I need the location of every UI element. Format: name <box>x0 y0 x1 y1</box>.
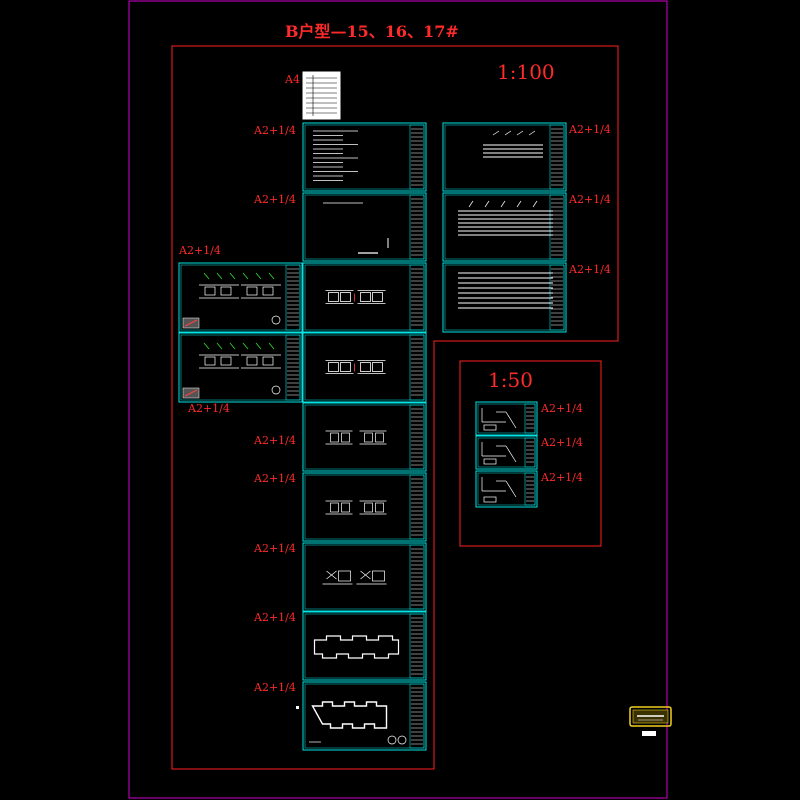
outer-frame <box>128 0 668 799</box>
sheet-size-label: A2+1/4 <box>541 436 583 449</box>
sheet-size-label: A2+1/4 <box>254 472 296 485</box>
sheet-size-label: A2+1/4 <box>569 193 611 206</box>
stamp-block <box>629 706 672 736</box>
sheet-plan-annotated-2[interactable] <box>178 332 303 403</box>
sheet-plan-annotated-1[interactable] <box>178 262 303 333</box>
sheet-size-label: A2+1/4 <box>541 471 583 484</box>
a4-cover-sheet[interactable] <box>302 71 341 120</box>
sheet-general[interactable] <box>302 192 427 262</box>
sheet-size-label: A2+1/4 <box>254 681 296 694</box>
sheet-detail-3[interactable] <box>475 470 538 508</box>
sheet-floor-plan-5[interactable] <box>302 542 427 612</box>
scale-label-detail: 1:50 <box>488 368 533 392</box>
sheet-size-label: A2+1/4 <box>541 402 583 415</box>
sheet-elevation-2[interactable] <box>442 192 567 262</box>
sheet-floor-plan-1[interactable] <box>302 262 427 333</box>
sheet-size-label: A2+1/4 <box>254 434 296 447</box>
sheet-size-label: A2+1/4 <box>188 402 230 415</box>
drawing-title: B户型—15、16、17# <box>285 22 459 41</box>
sheet-size-label: A2+1/4 <box>569 263 611 276</box>
sheet-floor-plan-4[interactable] <box>302 472 427 542</box>
sheet-elevation-3[interactable] <box>442 262 567 333</box>
sheet-size-label: A2+1/4 <box>254 542 296 555</box>
sheet-size-label: A2+1/4 <box>254 193 296 206</box>
sheet-size-label-a4: A4 <box>285 73 300 86</box>
detail-zone-outline <box>459 360 602 547</box>
scale-label-main: 1:100 <box>497 60 555 84</box>
sheet-design-notes[interactable] <box>302 122 427 192</box>
sheet-detail-2[interactable] <box>475 435 538 470</box>
sheet-section-plan[interactable] <box>302 681 427 751</box>
sheet-size-label: A2+1/4 <box>569 123 611 136</box>
sheet-size-label: A2+1/4 <box>254 611 296 624</box>
sheet-size-label: A2+1/4 <box>179 244 221 257</box>
sheet-floor-plan-3[interactable] <box>302 402 427 472</box>
main-zone-outline <box>171 45 619 770</box>
sheet-size-label: A2+1/4 <box>254 124 296 137</box>
sheet-floor-plan-2[interactable] <box>302 332 427 403</box>
sheet-elevation-1[interactable] <box>442 122 567 192</box>
marker-dot <box>296 706 299 709</box>
sheet-roof-plan[interactable] <box>302 611 427 681</box>
sheet-detail-1[interactable] <box>475 401 538 436</box>
